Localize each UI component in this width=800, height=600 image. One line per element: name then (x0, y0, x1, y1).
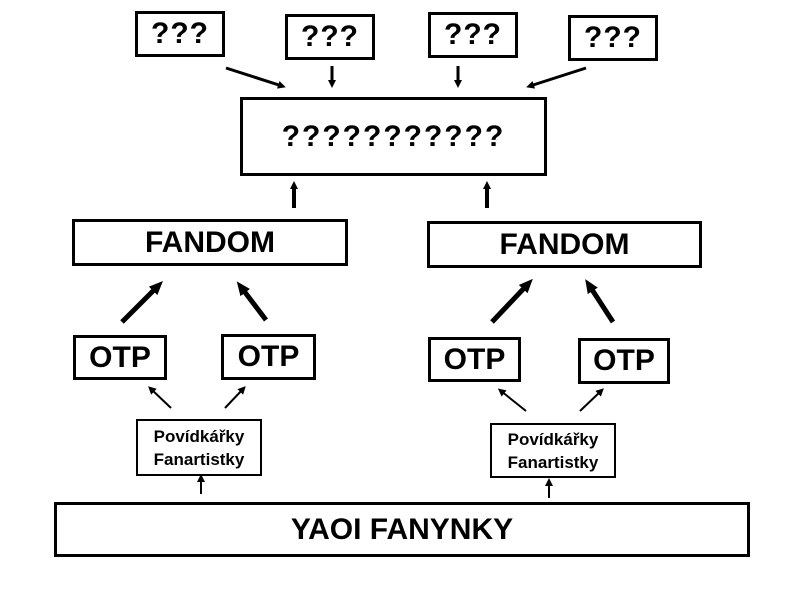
fandom-label: FANDOM (499, 227, 630, 261)
fandom-box-left: FANDOM (72, 219, 348, 266)
writers-label: Povídkářky (507, 429, 599, 449)
center-unknown-box: ??????????? (240, 97, 547, 176)
arrow-otp4-to-fandom2 (585, 279, 616, 324)
arrow-otp1-to-fandom1 (120, 281, 163, 324)
unknown-box-1: ??? (135, 11, 225, 57)
unknown-box-label: ??? (444, 18, 502, 51)
arrow-writers1-to-otp2 (224, 386, 246, 409)
artists-label: Fanartistky (153, 449, 245, 469)
arrow-writers1-to-otp1 (148, 386, 172, 409)
unknown-box-3: ??? (428, 12, 518, 58)
arrow-otp2-to-fandom1 (236, 281, 268, 322)
arrow-otp3-to-fandom2 (490, 278, 533, 324)
otp-box-4: OTP (578, 338, 670, 384)
writers-label: Povídkářky (153, 426, 245, 446)
otp-label: OTP (237, 340, 300, 373)
unknown-box-label: ??? (301, 20, 359, 53)
otp-label: OTP (593, 344, 655, 377)
otp-label: OTP (443, 342, 506, 376)
unknown-box-label: ??? (151, 17, 209, 50)
arrow-top4-to-center (526, 66, 587, 89)
fandom-label: FANDOM (145, 225, 275, 259)
writers-artists-box-left: Povídkářky Fanartistky (136, 419, 262, 476)
arrow-top1-to-center (225, 66, 286, 89)
otp-box-3: OTP (428, 337, 521, 382)
yaoi-fans-base-box: YAOI FANYNKY (54, 502, 750, 557)
unknown-box-4: ??? (568, 15, 658, 61)
arrow-writers2-to-otp4 (579, 388, 604, 412)
arrow-writers2-to-otp3 (497, 388, 527, 412)
fandom-box-right: FANDOM (427, 221, 702, 268)
otp-box-1: OTP (73, 335, 167, 380)
unknown-box-label: ??? (584, 21, 642, 54)
writers-artists-box-right: Povídkářky Fanartistky (490, 423, 616, 478)
base-box-label: YAOI FANYNKY (290, 512, 514, 546)
artists-label: Fanartistky (507, 452, 599, 472)
center-box-label: ??????????? (281, 119, 506, 153)
otp-box-2: OTP (221, 334, 316, 380)
otp-label: OTP (89, 340, 151, 374)
unknown-box-2: ??? (285, 14, 375, 60)
